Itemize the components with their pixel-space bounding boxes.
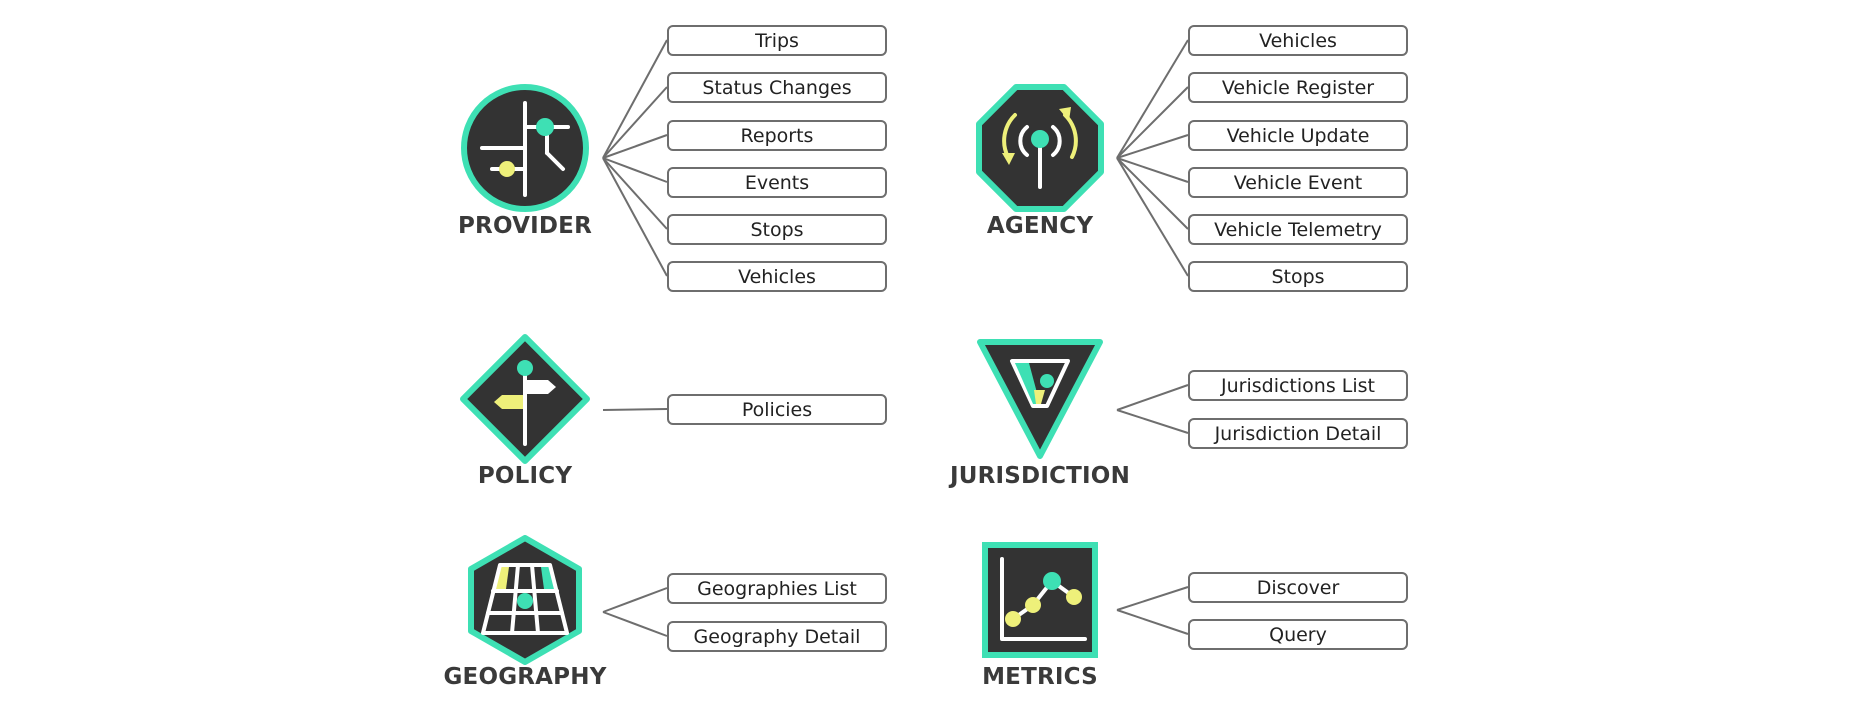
connector-line: [1116, 86, 1189, 159]
endpoint-box: Vehicles: [667, 261, 887, 292]
endpoint-box: Trips: [667, 25, 887, 56]
api-label-geography: GEOGRAPHY: [443, 664, 607, 690]
endpoint-box: Events: [667, 167, 887, 198]
endpoint-box: Geographies List: [667, 573, 887, 604]
api-label-agency: AGENCY: [986, 213, 1094, 239]
endpoint-box: Status Changes: [667, 72, 887, 103]
endpoint-box: Policies: [667, 394, 887, 425]
endpoint-box: Vehicle Register: [1188, 72, 1408, 103]
endpoint-box: Reports: [667, 120, 887, 151]
connector-line: [1116, 384, 1189, 411]
connector-line: [1116, 609, 1189, 635]
connector-line: [602, 587, 668, 613]
provider-map-icon: [460, 83, 590, 213]
endpoint-box: Geography Detail: [667, 621, 887, 652]
connector-line: [602, 39, 668, 159]
endpoint-box: Vehicles: [1188, 25, 1408, 56]
endpoint-box: Vehicle Update: [1188, 120, 1408, 151]
connector-line: [1116, 39, 1189, 159]
api-label-provider: PROVIDER: [458, 213, 592, 239]
api-label-metrics: METRICS: [982, 664, 1098, 690]
policy-signpost-icon: [460, 334, 590, 464]
agency-broadcast-icon: [975, 83, 1105, 213]
connector-line: [602, 86, 668, 159]
connector-line: [602, 157, 668, 183]
connector-line: [1116, 586, 1189, 611]
endpoint-box: Jurisdiction Detail: [1188, 418, 1408, 449]
endpoint-box: Discover: [1188, 572, 1408, 603]
connector-line: [602, 134, 668, 159]
endpoint-box: Query: [1188, 619, 1408, 650]
jurisdiction-funnel-icon: [975, 334, 1105, 464]
api-label-policy: POLICY: [477, 463, 573, 489]
endpoint-box: Vehicle Event: [1188, 167, 1408, 198]
endpoint-box: Jurisdictions List: [1188, 370, 1408, 401]
endpoint-box: Vehicle Telemetry: [1188, 214, 1408, 245]
connector-line: [1116, 409, 1189, 434]
connector-line: [1116, 157, 1189, 183]
endpoint-box: Stops: [1188, 261, 1408, 292]
geography-grid-icon: [460, 535, 590, 665]
connector-line: [602, 408, 668, 411]
endpoint-box: Stops: [667, 214, 887, 245]
connector-line: [602, 611, 668, 637]
api-label-jurisdiction: JURISDICTION: [949, 463, 1131, 489]
metrics-chart-icon: [975, 535, 1105, 665]
connector-line: [1116, 134, 1189, 159]
